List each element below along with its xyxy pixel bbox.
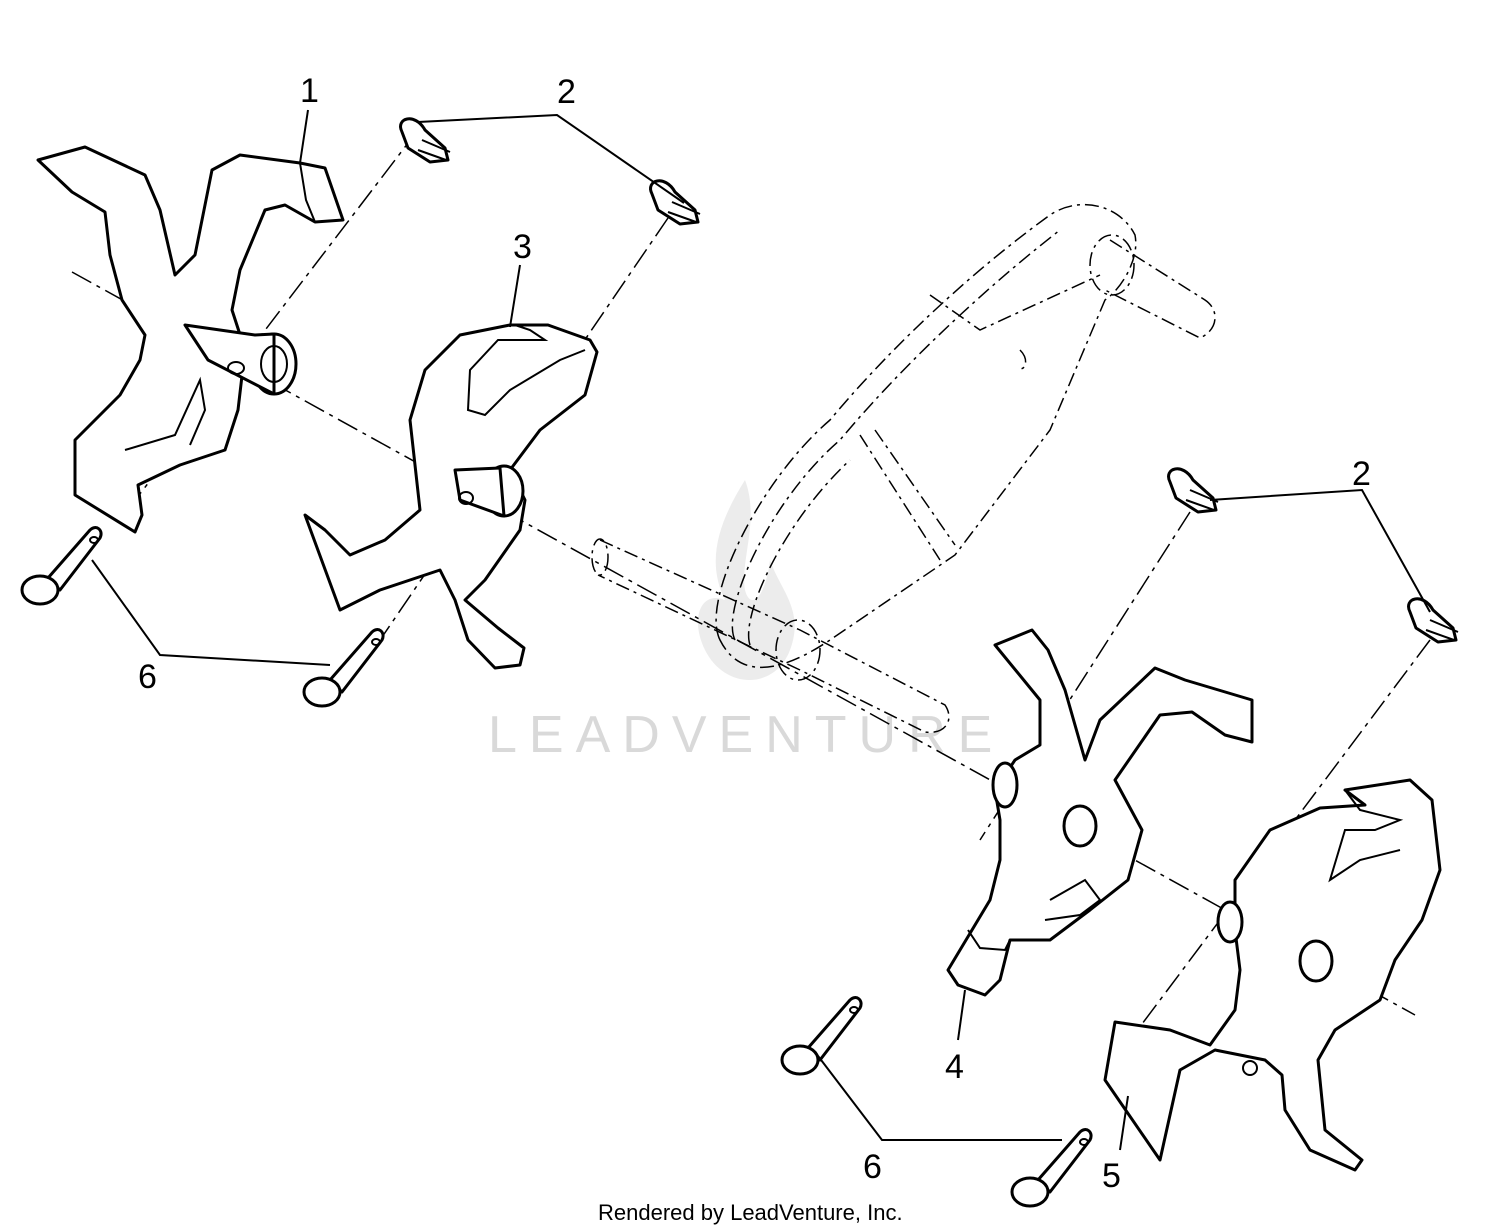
tine-part-4 (946, 628, 1254, 997)
watermark-text: LEADVENTURE (488, 706, 1004, 764)
clevis-pin (302, 628, 385, 708)
tine-part-5 (1103, 778, 1442, 1172)
tine-part-3 (303, 323, 599, 670)
callout-1: 1 (300, 72, 319, 110)
gearbox-shaft-phantom (591, 203, 1216, 734)
tine-part-1 (36, 145, 345, 534)
callout-2: 2 (557, 73, 576, 111)
callout-4: 4 (945, 1048, 964, 1086)
callout-5: 5 (1102, 1157, 1121, 1195)
clevis-pin (780, 996, 863, 1076)
hair-pin-clip (399, 117, 451, 164)
hair-pin-clip (1407, 597, 1459, 644)
callout-6: 6 (138, 658, 157, 696)
watermark: LEADVENTURE (488, 480, 1004, 764)
clevis-pin (1010, 1128, 1093, 1208)
hair-pin-clip (1167, 467, 1219, 514)
callout-3: 3 (513, 228, 532, 266)
callout-2: 2 (1352, 455, 1371, 493)
leader-lines (91, 109, 1431, 1151)
footer-credit: Rendered by LeadVenture, Inc. (598, 1200, 903, 1225)
clevis-pin (20, 526, 103, 606)
watermark-flame-icon (697, 480, 795, 680)
hair-pin-clip (649, 179, 701, 226)
callout-6: 6 (863, 1148, 882, 1186)
